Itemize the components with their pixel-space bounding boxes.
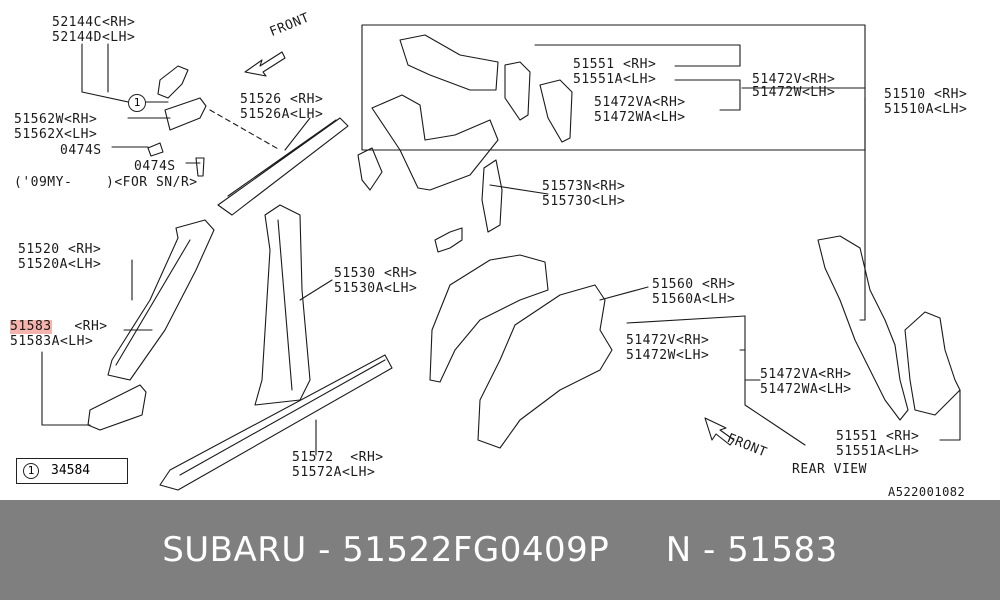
- legend-box: 1 34584: [16, 458, 128, 484]
- label-51526: 51526 <RH>: [240, 92, 324, 107]
- label-51562w: 51562W<RH>: [14, 112, 98, 127]
- part-51530-pillar: [254, 204, 311, 406]
- part-51573: [481, 159, 503, 233]
- label-51583a: 51583A<LH>: [10, 334, 94, 349]
- footer-bar: SUBARU - 51522FG0409P N - 51583: [0, 500, 1000, 600]
- label-51472v-top: 51472V<RH>: [752, 72, 836, 87]
- part-51572-sill: [159, 354, 393, 491]
- legend-part-number: 34584: [51, 463, 91, 478]
- label-51560a: 51560A<LH>: [652, 292, 736, 307]
- part-51472va-top: [539, 79, 573, 143]
- label-51472wa-top: 51472WA<LH>: [594, 110, 686, 125]
- label-51560: 51560 <RH>: [652, 277, 736, 292]
- callout-circle-1: 1: [128, 94, 146, 112]
- bolt-0474s-a: [147, 142, 164, 157]
- part-small-bracket-b: [434, 227, 463, 253]
- part-51510-panel: [371, 94, 499, 191]
- part-small-bracket-a: [357, 147, 383, 191]
- part-51520-pillar: [107, 219, 215, 381]
- label-51472v-mid: 51472V<RH>: [626, 333, 710, 348]
- bolt-0474s-b: [195, 157, 205, 177]
- front-arrow-bottom: [704, 417, 735, 446]
- legend-circle-number: 1: [23, 463, 39, 479]
- bracket-52144: [157, 65, 189, 99]
- label-51551a-top: 51551A<LH>: [573, 72, 657, 87]
- label-51583-highlighted: 51583: [10, 319, 52, 334]
- label-51472wa-low: 51472WA<LH>: [760, 382, 852, 397]
- label-51526a: 51526A<LH>: [240, 107, 324, 122]
- label-diagram-code: A522001082: [888, 485, 966, 499]
- label-51520: 51520 <RH>: [18, 242, 102, 257]
- part-51583-bracket: [87, 384, 147, 431]
- label-note-09my: ('09MY-: [14, 175, 73, 190]
- parts-diagram-drawing: [41, 24, 961, 491]
- label-0474s-a: 0474S: [60, 143, 102, 158]
- label-51510a: 51510A<LH>: [884, 102, 968, 117]
- part-51472-wheelhouse: [477, 284, 613, 449]
- group-frame-rear-view: [744, 315, 806, 446]
- part-51551-top: [504, 61, 531, 121]
- label-rear-view: REAR VIEW: [792, 462, 867, 477]
- bracket-51562: [164, 97, 207, 131]
- label-51530: 51530 <RH>: [334, 266, 418, 281]
- label-51551a-low: 51551A<LH>: [836, 444, 920, 459]
- label-note-for-sn: )<FOR SN/R>: [106, 175, 198, 190]
- footer-part-number-text: SUBARU - 51522FG0409P N - 51583: [162, 530, 838, 570]
- label-52144d: 52144D<LH>: [52, 30, 136, 45]
- label-51530a: 51530A<LH>: [334, 281, 418, 296]
- part-51510-upper: [399, 34, 499, 91]
- part-rear-pillar: [817, 235, 909, 421]
- front-arrow-top: [244, 51, 286, 77]
- label-51572a: 51572A<LH>: [292, 465, 376, 480]
- leader-lines: [41, 43, 961, 456]
- label-51573o: 51573O<LH>: [542, 194, 626, 209]
- label-51551-low: 51551 <RH>: [836, 429, 920, 444]
- part-51560-wheelhouse: [429, 254, 549, 383]
- label-51472va-top: 51472VA<RH>: [594, 95, 686, 110]
- label-51520a: 51520A<LH>: [18, 257, 102, 272]
- label-51583-rh: <RH>: [66, 319, 108, 334]
- label-51572: 51572 <RH>: [292, 450, 384, 465]
- label-51551-top: 51551 <RH>: [573, 57, 657, 72]
- part-rear-bracket: [904, 311, 961, 416]
- label-51472va-low: 51472VA<RH>: [760, 367, 852, 382]
- label-0474s-b: 0474S: [134, 159, 176, 174]
- label-52144c: 52144C<RH>: [52, 15, 136, 30]
- label-51472w-top: 51472W<LH>: [752, 85, 836, 100]
- label-51472w-mid: 51472W<LH>: [626, 348, 710, 363]
- label-51562x: 51562X<LH>: [14, 127, 98, 142]
- part-51526-rail: [217, 117, 349, 216]
- label-51510: 51510 <RH>: [884, 87, 968, 102]
- label-51573n: 51573N<RH>: [542, 179, 626, 194]
